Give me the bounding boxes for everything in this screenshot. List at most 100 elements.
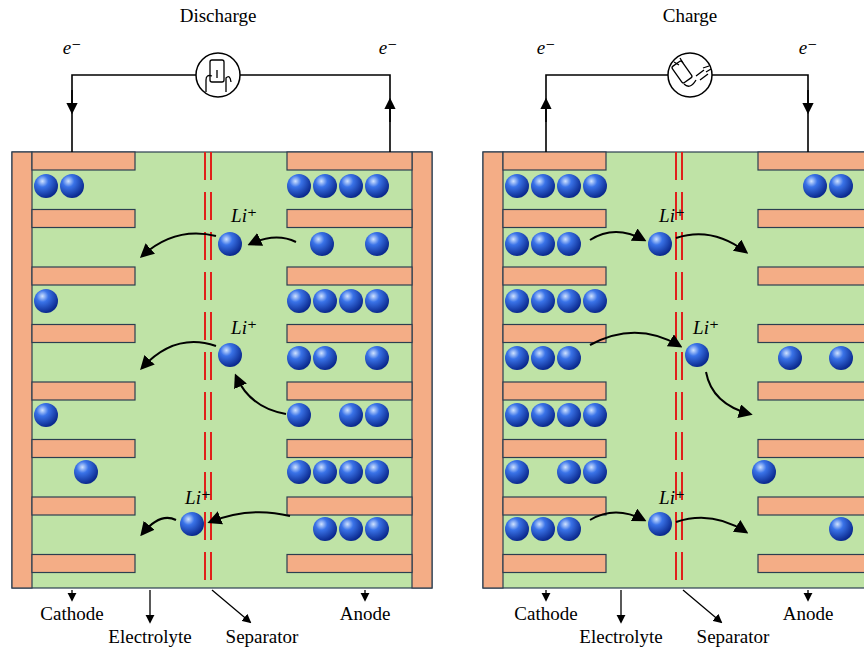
- lithium-ion: [685, 343, 709, 367]
- part-label: Discharge: [180, 6, 257, 27]
- ion-flow-arrow: [590, 232, 644, 240]
- lithium-ion: [778, 346, 802, 370]
- part-label: Cathode: [40, 604, 103, 625]
- symbol-label: e⁻: [537, 38, 555, 59]
- part-label: Cathode: [514, 604, 577, 625]
- battery-cell: [12, 152, 432, 588]
- cathode-layer: [503, 497, 606, 515]
- anode-layer: [758, 267, 864, 285]
- lithium-ion: [74, 460, 98, 484]
- lithium-ion: [505, 232, 529, 256]
- symbol-label: e⁻: [799, 38, 817, 59]
- leader-line: [807, 590, 808, 600]
- ion-flow-arrow: [236, 376, 286, 414]
- lithium-ion: [365, 289, 389, 313]
- lithium-ion: [287, 403, 311, 427]
- cathode-layer: [32, 267, 135, 285]
- lithium-ion: [313, 517, 337, 541]
- lithium-ion: [34, 403, 58, 427]
- lithium-ion: [829, 517, 853, 541]
- lithium-ion: [505, 517, 529, 541]
- cathode-layer: [32, 210, 135, 228]
- lithium-ion: [531, 517, 555, 541]
- lithium-ion: [583, 289, 607, 313]
- leader-line: [683, 590, 721, 622]
- lithium-ion: [287, 346, 311, 370]
- lithium-ion: [803, 174, 827, 198]
- lithium-ion: [829, 174, 853, 198]
- symbol-label: Li⁺: [659, 206, 685, 227]
- part-label: Electrolyte: [579, 627, 662, 648]
- cathode-layer: [503, 325, 606, 343]
- current-arrow: [389, 100, 391, 122]
- lithium-ion: [339, 517, 363, 541]
- symbol-label: Li⁺: [659, 488, 685, 509]
- lithium-ion: [218, 232, 242, 256]
- lithium-ion: [313, 289, 337, 313]
- cathode-layer: [32, 325, 135, 343]
- phone-icon: [196, 53, 240, 97]
- symbol-label: e⁻: [379, 38, 397, 59]
- circuit-wire: [240, 75, 390, 152]
- ion-flow-arrows: [142, 232, 750, 534]
- part-label: Separator: [226, 627, 299, 648]
- anode-layer: [758, 497, 864, 515]
- anode-collector: [412, 152, 432, 588]
- lithium-ion: [557, 403, 581, 427]
- lithium-ion: [365, 174, 389, 198]
- lithium-ion: [829, 346, 853, 370]
- lithium-ion: [557, 174, 581, 198]
- lithium-ion: [339, 289, 363, 313]
- lithium-ion: [531, 346, 555, 370]
- current-arrow: [807, 90, 809, 112]
- lithium-ion: [34, 174, 58, 198]
- symbol-label: Li⁺: [185, 488, 211, 509]
- circuit-wire: [546, 75, 668, 152]
- cathode-collector: [483, 152, 503, 588]
- leader-line: [364, 590, 365, 600]
- lithium-ion: [531, 174, 555, 198]
- cathode-layer: [503, 267, 606, 285]
- lithium-ion: [557, 232, 581, 256]
- lithium-ion: [557, 346, 581, 370]
- cathode-layer: [503, 382, 606, 400]
- lithium-ion: [531, 289, 555, 313]
- lithium-ion: [583, 174, 607, 198]
- lithium-ion: [339, 403, 363, 427]
- anode-layer: [287, 267, 412, 285]
- anode-layer: [287, 210, 412, 228]
- cathode-collector: [12, 152, 32, 588]
- anode-layer: [287, 325, 412, 343]
- cathode-layer: [32, 497, 135, 515]
- lithium-ion: [365, 403, 389, 427]
- lithium-ions: [505, 174, 853, 541]
- anode-layer: [758, 210, 864, 228]
- lithium-ion: [287, 289, 311, 313]
- leader-line: [149, 590, 150, 622]
- symbol-label: Li⁺: [231, 318, 257, 339]
- lithium-ion: [339, 460, 363, 484]
- ion-flow-arrow: [250, 237, 296, 244]
- symbol-label: Li⁺: [693, 318, 719, 339]
- lithium-ion: [505, 174, 529, 198]
- anode-layer: [758, 382, 864, 400]
- part-label: Anode: [340, 604, 391, 625]
- part-label: Charge: [663, 6, 718, 27]
- lithium-ion: [218, 343, 242, 367]
- leader-line: [545, 590, 546, 600]
- anode-layer: [287, 440, 412, 458]
- lithium-ion: [557, 517, 581, 541]
- lithium-ions: [34, 174, 389, 541]
- cathode-layer: [32, 382, 135, 400]
- charger-icon: [668, 53, 712, 97]
- lithium-ion: [505, 289, 529, 313]
- lithium-ion: [365, 460, 389, 484]
- lithium-ion: [531, 232, 555, 256]
- ion-flow-arrow: [676, 234, 746, 252]
- lithium-ion: [365, 517, 389, 541]
- circuit-wire: [72, 75, 196, 152]
- lithium-ion: [648, 512, 672, 536]
- ion-flow-arrow: [210, 512, 290, 522]
